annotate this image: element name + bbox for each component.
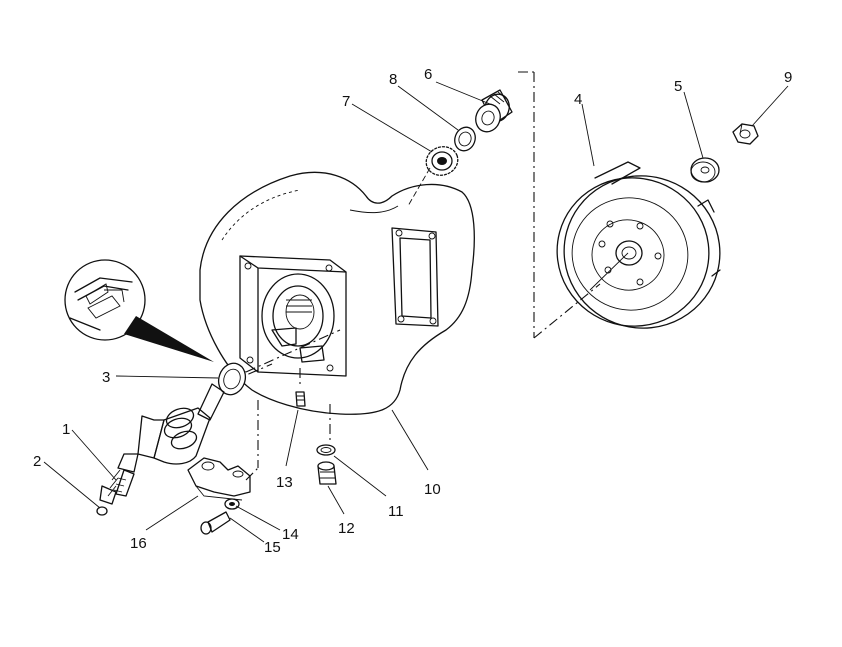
shaft-seal [217, 362, 247, 396]
callout-15: 15 [264, 539, 281, 556]
callout-5: 5 [674, 78, 682, 95]
callout-8: 8 [389, 71, 397, 88]
pump-housing [199, 171, 475, 415]
impeller [556, 161, 721, 329]
callout-7: 7 [342, 93, 350, 110]
spacer-ring [454, 126, 476, 152]
callout-labels: 1 2 3 4 5 6 7 8 9 10 11 12 13 14 15 16 [33, 66, 792, 556]
seal [690, 157, 720, 183]
callout-1: 1 [62, 421, 70, 438]
callout-16: 16 [130, 535, 147, 552]
retaining-bracket [187, 457, 251, 501]
detail-view [64, 259, 214, 362]
callout-6: 6 [424, 66, 432, 83]
leader-lines [43, 81, 789, 543]
callout-12: 12 [338, 520, 355, 537]
plug [295, 391, 306, 407]
callout-2: 2 [33, 453, 41, 470]
callout-9: 9 [784, 69, 792, 86]
callout-13: 13 [276, 474, 293, 491]
callout-3: 3 [102, 369, 110, 386]
gasket [316, 444, 336, 456]
toothed-seal [425, 146, 459, 176]
bearing [475, 89, 513, 133]
key [96, 506, 108, 516]
bolt [200, 498, 240, 535]
callout-11: 11 [388, 503, 404, 520]
callout-10: 10 [424, 481, 441, 498]
callout-14: 14 [282, 526, 299, 543]
nut [732, 123, 759, 145]
callout-4: 4 [574, 91, 582, 108]
shaft [99, 383, 225, 505]
drain-plug [317, 461, 337, 485]
